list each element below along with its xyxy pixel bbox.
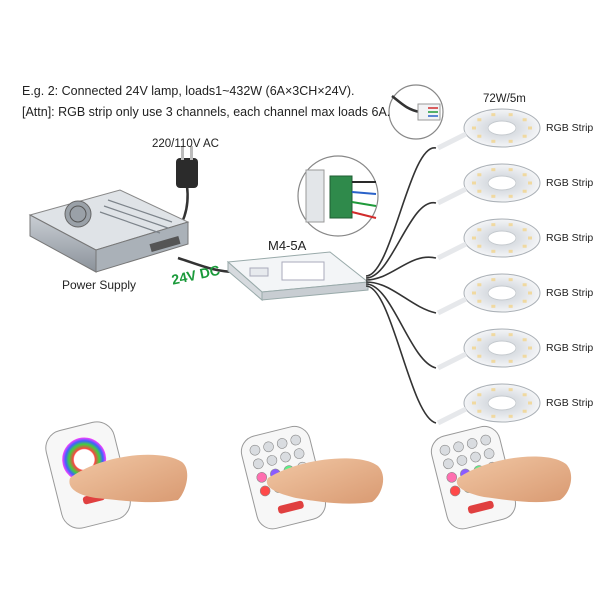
remote-button <box>446 472 458 483</box>
power-supply-box <box>28 189 190 273</box>
power-supply-label: Power Supply <box>62 278 137 292</box>
remote-group <box>45 421 572 530</box>
led-strip-reel-icon <box>436 108 541 151</box>
output-wire <box>365 283 437 369</box>
output-wire <box>365 281 437 314</box>
hand-icon <box>456 456 572 503</box>
remote-button <box>449 485 461 497</box>
remote-button <box>470 451 481 463</box>
led-strip-reel-icon <box>436 383 541 426</box>
wire-connector-icon <box>388 84 444 140</box>
controller-box <box>226 251 370 302</box>
ac-input-label: 220/110V AC <box>152 138 219 150</box>
output-wires <box>365 147 437 424</box>
remote-button <box>266 455 278 466</box>
output-wire <box>365 202 437 279</box>
attention-note: [Attn]: RGB strip only use 3 channels, e… <box>22 105 391 119</box>
led-strip-reel-icon <box>436 273 541 316</box>
strip-label: RGB Strip <box>546 287 594 299</box>
remote-button <box>253 458 264 470</box>
strip-label: RGB Strip <box>546 342 594 354</box>
strip-label: RGB Strip <box>546 177 594 189</box>
led-strip-group <box>436 108 541 426</box>
remote-button <box>256 472 268 483</box>
remote-button <box>259 485 271 497</box>
strip-spec-label: 72W/5m <box>483 93 526 105</box>
remote-button <box>276 438 288 449</box>
remote-button <box>453 441 464 453</box>
remote-button <box>263 441 274 453</box>
hand-icon <box>69 454 188 503</box>
remote-button <box>443 458 454 470</box>
remote-button <box>480 434 492 446</box>
remote-button <box>466 438 478 449</box>
strip-label: RGB Strip <box>546 122 594 134</box>
output-wire <box>365 285 437 424</box>
hand-icon <box>266 458 384 504</box>
led-strip-reel-icon <box>436 218 541 261</box>
remote-button <box>439 444 451 456</box>
terminal-block-icon <box>297 155 379 237</box>
remote-button <box>293 448 305 459</box>
remote-button <box>280 451 291 463</box>
remote-button <box>249 444 261 456</box>
led-strip-reel-icon <box>436 328 541 371</box>
example-description: E.g. 2: Connected 24V lamp, loads1~432W … <box>22 84 355 98</box>
strip-label: RGB Strip <box>546 232 594 244</box>
output-wire <box>365 256 437 281</box>
output-wire <box>365 147 437 277</box>
remote-button <box>456 455 468 466</box>
controller-model-label: M4-5A <box>268 238 307 253</box>
remote-button <box>290 434 302 446</box>
led-strip-reel-icon <box>436 163 541 206</box>
remote-button <box>483 448 495 459</box>
strip-label: RGB Strip <box>546 397 594 409</box>
